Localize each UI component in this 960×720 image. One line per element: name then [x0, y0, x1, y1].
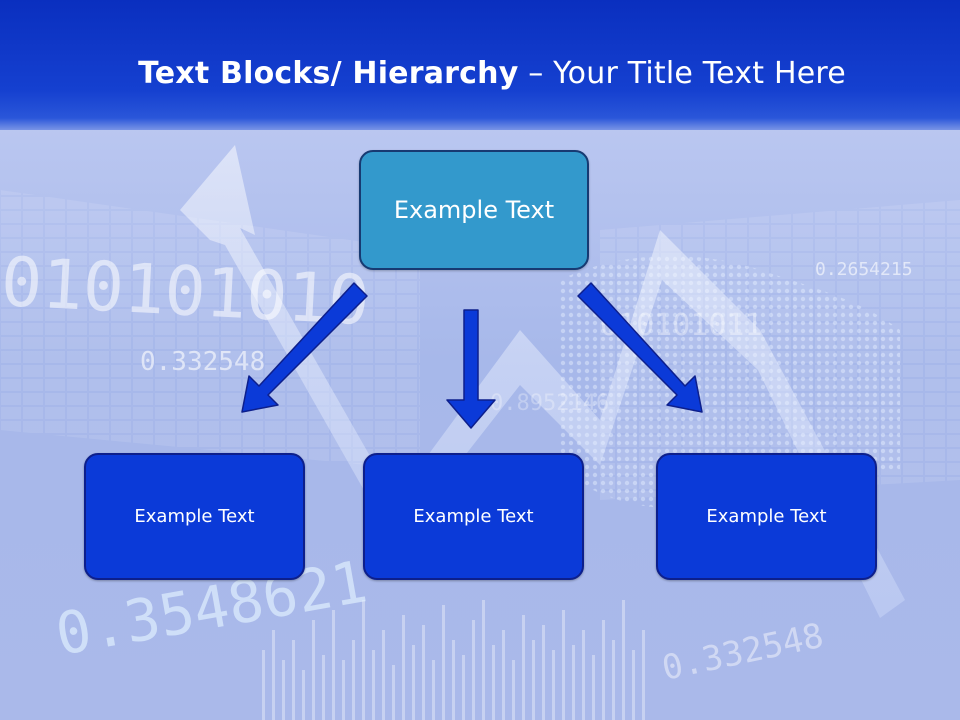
top-node-label: Example Text: [393, 196, 555, 224]
bar-strip: [262, 600, 645, 720]
child-node-right-label: Example Text: [706, 506, 827, 527]
slide-title: Text Blocks/ Hierarchy – Your Title Text…: [0, 52, 960, 96]
arrow-to-left: [241, 282, 368, 413]
child-node-middle: Example Text: [363, 453, 584, 580]
header-band: [0, 0, 960, 130]
bg-number-2: 0.2654215: [815, 259, 913, 280]
arrow-to-middle: [446, 309, 496, 429]
child-node-left: Example Text: [84, 453, 305, 580]
bg-number-5: 0.8952146: [490, 391, 609, 416]
trend-arrow: [180, 145, 905, 618]
bg-number-1: 0.332548: [140, 347, 265, 377]
bg-binary-left: 010101010: [0, 243, 371, 341]
title-bold: Text Blocks/ Hierarchy: [138, 56, 519, 91]
arrow-to-right: [577, 282, 703, 413]
top-node: Example Text: [359, 150, 589, 270]
child-node-left-label: Example Text: [134, 506, 255, 527]
title-normal: – Your Title Text Here: [518, 56, 846, 91]
child-node-middle-label: Example Text: [413, 506, 534, 527]
child-node-right: Example Text: [656, 453, 877, 580]
